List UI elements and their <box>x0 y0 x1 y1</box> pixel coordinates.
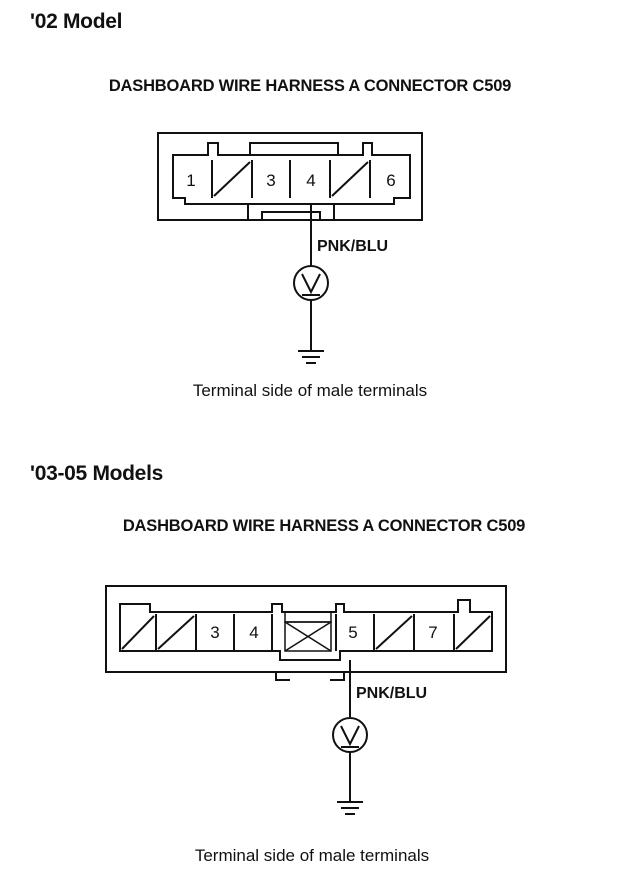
section-0305-heading: '03-05 Models <box>30 462 163 485</box>
terminal-label: 1 <box>186 171 195 190</box>
connector-key <box>249 142 339 155</box>
terminal-label: 7 <box>428 623 437 642</box>
lock-tab-left <box>275 672 290 681</box>
section-02-heading: '02 Model <box>30 10 123 33</box>
connector-c509-0305: 3 4 5 7 <box>105 585 507 681</box>
terminal-label: 3 <box>266 171 275 190</box>
connector-c509-02: 1 3 4 6 <box>157 132 423 221</box>
terminal-label: 4 <box>306 171 315 190</box>
wire-color-label: PNK/BLU <box>317 238 388 255</box>
section-02-caption: Terminal side of male terminals <box>192 381 428 400</box>
wire-color-label: PNK/BLU <box>356 685 427 702</box>
empty-cavity-2 <box>213 161 251 197</box>
connector-outer-frame <box>157 132 423 221</box>
connector-lock-tab <box>247 204 335 221</box>
terminal-label: 3 <box>210 623 219 642</box>
lock-tab-right <box>330 672 345 681</box>
connector-body-outline <box>119 599 493 661</box>
ground-icon <box>337 801 363 815</box>
terminal-label: 4 <box>249 623 258 642</box>
empty-cavity-5 <box>331 161 369 197</box>
voltmeter-icon <box>332 717 368 753</box>
section-02-connector-title: DASHBOARD WIRE HARNESS A CONNECTOR C509 <box>108 77 512 95</box>
terminal-label: 5 <box>348 623 357 642</box>
ground-icon <box>298 350 324 364</box>
voltmeter-icon <box>293 265 329 301</box>
terminal-label: 6 <box>386 171 395 190</box>
connector-outer-frame <box>105 585 507 673</box>
section-0305-connector-title: DASHBOARD WIRE HARNESS A CONNECTOR C509 <box>122 517 526 535</box>
section-0305-caption: Terminal side of male terminals <box>194 846 430 865</box>
connector-body-outline <box>172 142 411 205</box>
